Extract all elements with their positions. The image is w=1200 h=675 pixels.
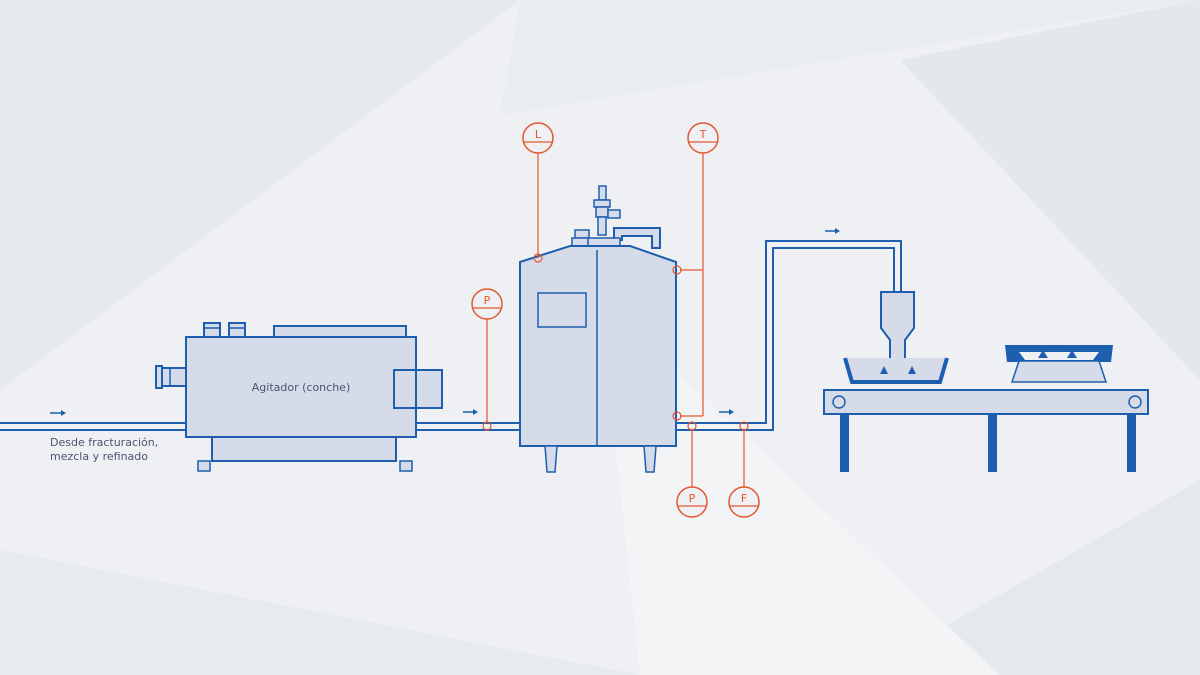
inlet-pipe xyxy=(0,422,186,431)
pressure-outlet-label: P xyxy=(689,492,696,505)
circle-gauge-icon xyxy=(687,122,719,154)
circle-gauge-icon xyxy=(728,486,760,518)
arrow-right-icon xyxy=(825,228,840,234)
storage-tank xyxy=(519,185,677,473)
temperature-instrument: T xyxy=(672,122,719,421)
pressure-inlet-label: P xyxy=(484,294,491,307)
source-label-line1: Desde fracturación, xyxy=(50,436,158,449)
level-instrument: L xyxy=(522,122,554,263)
conche-agitator xyxy=(155,322,443,472)
pipe-tank-to-depositor xyxy=(676,240,902,431)
source-label-line2: mezcla y refinado xyxy=(50,450,148,463)
arrow-right-icon xyxy=(719,409,734,415)
conveyor-belt xyxy=(823,389,1149,472)
circle-gauge-icon xyxy=(471,288,503,320)
circle-gauge-icon xyxy=(522,122,554,154)
pressure-outlet-instrument: P xyxy=(676,421,708,518)
filled-mold xyxy=(843,357,949,384)
flow-instrument: F xyxy=(728,421,760,518)
conche-label: Agitador (conche) xyxy=(252,381,350,394)
temperature-instrument-label: T xyxy=(699,128,707,141)
level-instrument-label: L xyxy=(535,128,542,141)
flow-instrument-label: F xyxy=(741,492,747,505)
empty-mold xyxy=(1005,345,1113,383)
arrow-right-icon xyxy=(463,409,478,415)
pipe-conche-to-tank xyxy=(416,422,520,431)
pressure-inlet-instrument: P xyxy=(471,288,503,431)
arrow-right-icon xyxy=(50,410,66,416)
circle-gauge-icon xyxy=(676,486,708,518)
